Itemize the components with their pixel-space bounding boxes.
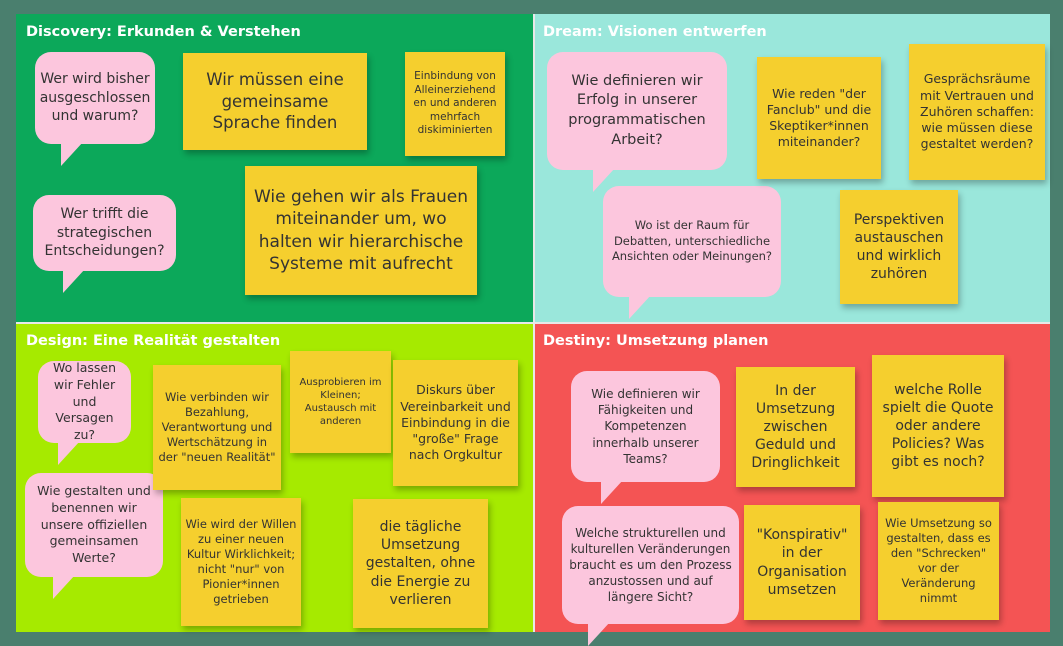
bubble-tail (593, 168, 615, 192)
bubble-tail (63, 269, 85, 293)
bubble-text: Wo ist der Raum für Debatten, unterschie… (611, 218, 773, 264)
discovery-title: Discovery: Erkunden & Verstehen (26, 24, 301, 40)
bubble-tail (58, 441, 80, 465)
speech-bubble[interactable]: Wo lassen wir Fehler und Versagen zu? (38, 359, 131, 465)
dream-quadrant: Dream: Visionen entwerfen Wie definieren… (533, 14, 1050, 323)
sticky-note[interactable]: Einbindung von Alleinerziehend en und an… (405, 52, 505, 156)
four-d-board: Discovery: Erkunden & Verstehen Wer wird… (16, 14, 1050, 646)
sticky-note[interactable]: Wie Umsetzung so gestalten, dass es den … (878, 502, 999, 620)
bubble-tail (61, 142, 83, 166)
sticky-note[interactable]: In der Umsetzung zwischen Geduld und Dri… (736, 367, 855, 487)
sticky-note[interactable]: "Konspirativ" in der Organisation umsetz… (744, 505, 860, 620)
bubble-text: Wie definieren wir Fähigkeiten und Kompe… (591, 387, 700, 466)
dream-title: Dream: Visionen entwerfen (543, 24, 767, 40)
discovery-quadrant: Discovery: Erkunden & Verstehen Wer wird… (16, 14, 533, 323)
quadrant-divider-horizontal (16, 322, 1050, 324)
bubble-tail (53, 575, 75, 599)
speech-bubble[interactable]: Wer wird bisher ausgeschlossen und warum… (35, 52, 155, 166)
sticky-note[interactable]: Wie wird der Willen zu einer neuen Kultu… (181, 498, 301, 626)
bubble-tail (629, 295, 651, 319)
speech-bubble[interactable]: Wie definieren wir Erfolg in unserer pro… (547, 52, 727, 192)
design-quadrant: Design: Eine Realität gestalten Wo lasse… (16, 323, 533, 632)
sticky-note[interactable]: Diskurs über Vereinbarkeit und Einbindun… (393, 360, 518, 486)
sticky-note[interactable]: Ausprobieren im Kleinen; Austausch mit a… (290, 351, 391, 453)
bubble-text: Wer wird bisher ausgeschlossen und warum… (39, 70, 151, 125)
bubble-text: Wo lassen wir Fehler und Versagen zu? (52, 359, 117, 443)
sticky-note[interactable]: Wie verbinden wir Bezahlung, Verantwortu… (153, 365, 281, 490)
bubble-text: Wie definieren wir Erfolg in unserer pro… (568, 72, 706, 148)
design-title: Design: Eine Realität gestalten (26, 333, 281, 349)
sticky-note[interactable]: welche Rolle spielt die Quote oder ander… (872, 355, 1004, 497)
sticky-note[interactable]: Perspektiven austauschen und wirklich zu… (840, 190, 958, 304)
speech-bubble[interactable]: Wie definieren wir Fähigkeiten und Kompe… (571, 371, 720, 504)
sticky-note[interactable]: Wie gehen wir als Frauen miteinander um,… (245, 166, 477, 295)
bubble-text: Wie gestalten und benennen wir unsere of… (37, 482, 151, 566)
destiny-title: Destiny: Umsetzung planen (543, 333, 769, 349)
sticky-note[interactable]: die tägliche Umsetzung gestalten, ohne d… (353, 499, 488, 628)
speech-bubble[interactable]: Wie gestalten und benennen wir unsere of… (25, 473, 163, 599)
sticky-note[interactable]: Wie reden "der Fanclub" und die Skeptike… (757, 57, 881, 179)
destiny-quadrant: Destiny: Umsetzung planen Wie definieren… (533, 323, 1050, 646)
bubble-tail (601, 480, 623, 504)
sticky-note[interactable]: Wir müssen eine gemeinsame Sprache finde… (183, 53, 367, 150)
bubble-text: Welche strukturellen und kulturellen Ver… (569, 525, 732, 605)
speech-bubble[interactable]: Wo ist der Raum für Debatten, unterschie… (603, 186, 781, 319)
bubble-text: Wer trifft die strategischen Entscheidun… (44, 205, 165, 260)
bubble-tail (588, 622, 610, 646)
speech-bubble[interactable]: Welche strukturellen und kulturellen Ver… (562, 506, 739, 646)
speech-bubble[interactable]: Wer trifft die strategischen Entscheidun… (33, 195, 176, 293)
sticky-note[interactable]: Gesprächsräume mit Vertrauen und Zuhören… (909, 44, 1045, 180)
